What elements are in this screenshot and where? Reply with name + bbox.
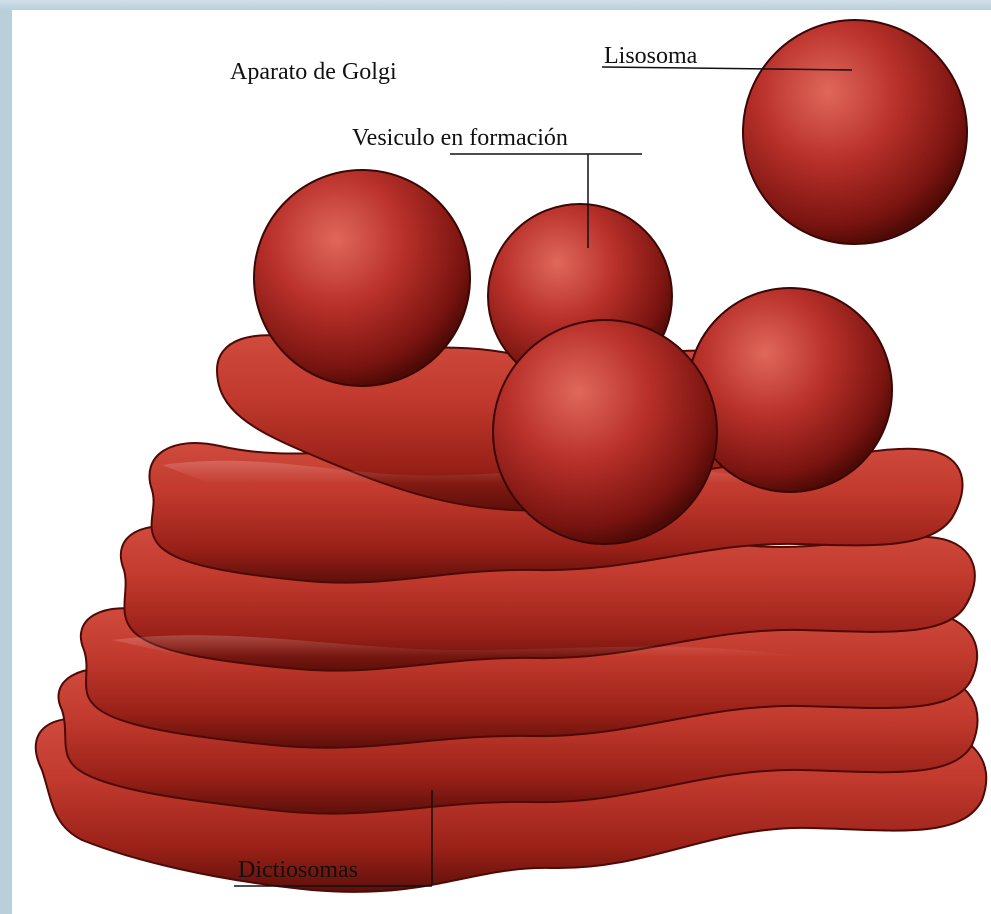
vesicle-right [688, 288, 892, 492]
lysosome [743, 20, 967, 244]
diagram-title: Aparato de Golgi [230, 60, 397, 84]
page-top-shade [0, 0, 991, 10]
vesicle-left [254, 170, 470, 386]
dictyosomes-label: Dictiosomas [238, 858, 358, 882]
vesicle-front-center [493, 320, 717, 544]
diagram-canvas: Aparato de Golgi Lisosoma Vesiculo en fo… [12, 10, 991, 914]
lysosome-label: Lisosoma [604, 44, 697, 68]
forming-vesicle-label: Vesiculo en formación [352, 126, 568, 150]
